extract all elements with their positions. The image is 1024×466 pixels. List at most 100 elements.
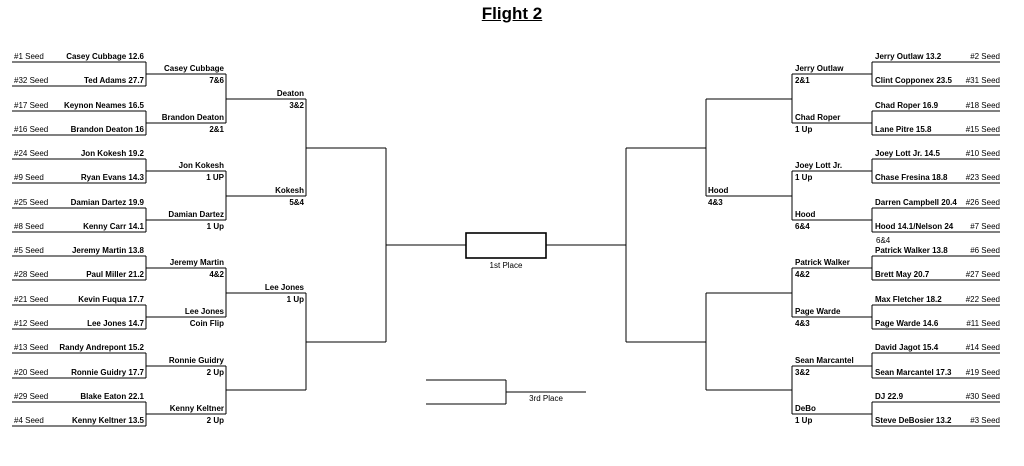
left-r3-winner: Deaton bbox=[276, 89, 304, 98]
left-r2-winner: Jon Kokesh bbox=[178, 161, 224, 170]
right-seed-player: DJ 22.9 bbox=[875, 392, 904, 401]
right-seed-player: Chad Roper 16.9 bbox=[875, 101, 939, 110]
left-seed-number: #24 Seed bbox=[14, 149, 49, 158]
right-seed-player: David Jagot 15.4 bbox=[875, 343, 939, 352]
left-r2-winner: Brandon Deaton bbox=[161, 113, 224, 122]
right-seed-player: Joey Lott Jr. 14.5 bbox=[875, 149, 940, 158]
left-seed-number: #9 Seed bbox=[14, 173, 44, 182]
left-seed-player: Ronnie Guidry 17.7 bbox=[71, 368, 144, 377]
left-r2-winner: Damian Dartez bbox=[168, 210, 224, 219]
left-seed-player: Jon Kokesh 19.2 bbox=[80, 149, 144, 158]
right-r2-score: 6&4 bbox=[795, 222, 810, 231]
right-r2-winner: Hood bbox=[795, 210, 816, 219]
left-seed-number: #5 Seed bbox=[14, 246, 44, 255]
right-r2-score: 4&3 bbox=[795, 319, 810, 328]
left-seed-number: #29 Seed bbox=[14, 392, 49, 401]
right-r2-score: 2&1 bbox=[795, 76, 810, 85]
right-r2-winner: Joey Lott Jr. bbox=[795, 161, 843, 170]
left-seed-number: #1 Seed bbox=[14, 52, 44, 61]
right-seed-number: #11 Seed bbox=[966, 319, 1000, 328]
right-seed-number: #22 Seed bbox=[965, 295, 1000, 304]
first-place-label: 1st Place bbox=[489, 261, 523, 270]
left-seed-number: #32 Seed bbox=[14, 76, 49, 85]
left-seed-number: #20 Seed bbox=[14, 368, 49, 377]
champion-box bbox=[465, 232, 547, 259]
right-seed-number: #27 Seed bbox=[965, 270, 1000, 279]
right-seed-number: #14 Seed bbox=[965, 343, 1000, 352]
left-r2-score: 1 Up bbox=[206, 222, 224, 231]
left-r3-score: 5&4 bbox=[289, 198, 304, 207]
left-r2-score: 2&1 bbox=[209, 125, 224, 134]
left-seed-number: #21 Seed bbox=[14, 295, 49, 304]
right-r2-score: 3&2 bbox=[795, 368, 810, 377]
right-seed-number: #3 Seed bbox=[970, 416, 1000, 425]
right-seed-player: Page Warde 14.6 bbox=[875, 319, 939, 328]
extra-note: 6&4 bbox=[876, 236, 891, 245]
left-r2-winner: Jeremy Martin bbox=[169, 258, 224, 267]
right-r2-winner: Jerry Outlaw bbox=[795, 64, 844, 73]
left-r2-score: 4&2 bbox=[209, 270, 224, 279]
left-seed-player: Ryan Evans 14.3 bbox=[80, 173, 144, 182]
right-seed-player: Patrick Walker 13.8 bbox=[875, 246, 948, 255]
left-seed-player: Ted Adams 27.7 bbox=[83, 76, 144, 85]
left-seed-number: #17 Seed bbox=[14, 101, 49, 110]
right-seed-number: #7 Seed bbox=[970, 222, 1000, 231]
left-seed-number: #13 Seed bbox=[14, 343, 49, 352]
left-r3-winner: Kokesh bbox=[275, 186, 304, 195]
right-r2-winner: DeBo bbox=[795, 404, 816, 413]
right-r2-winner: Page Warde bbox=[795, 307, 841, 316]
left-seed-number: #8 Seed bbox=[14, 222, 44, 231]
right-seed-number: #19 Seed bbox=[965, 368, 1000, 377]
right-seed-number: #6 Seed bbox=[970, 246, 1000, 255]
left-r2-score: 7&6 bbox=[209, 76, 224, 85]
left-r2-score: 2 Up bbox=[206, 368, 224, 377]
right-seed-number: #30 Seed bbox=[965, 392, 1000, 401]
left-r2-winner: Ronnie Guidry bbox=[168, 356, 224, 365]
right-seed-number: #26 Seed bbox=[965, 198, 1000, 207]
left-r2-score: 1 UP bbox=[206, 173, 224, 182]
left-seed-player: Kevin Fuqua 17.7 bbox=[78, 295, 144, 304]
left-r3-score: 1 Up bbox=[286, 295, 304, 304]
right-r2-score: 1 Up bbox=[795, 125, 813, 134]
right-seed-player: Hood 14.1/Nelson 24 bbox=[875, 222, 954, 231]
right-seed-number: #10 Seed bbox=[965, 149, 1000, 158]
left-r2-score: 2 Up bbox=[206, 416, 224, 425]
right-seed-player: Max Fletcher 18.2 bbox=[875, 295, 942, 304]
left-seed-player: Paul Miller 21.2 bbox=[86, 270, 144, 279]
right-r2-score: 4&2 bbox=[795, 270, 810, 279]
third-place-label: 3rd Place bbox=[529, 394, 563, 403]
left-seed-player: Keynon Neames 16.5 bbox=[63, 101, 144, 110]
left-r2-winner: Kenny Keltner bbox=[169, 404, 224, 413]
left-seed-player: Kenny Carr 14.1 bbox=[83, 222, 144, 231]
right-r2-score: 1 Up bbox=[795, 173, 813, 182]
bracket-title: Flight 2 bbox=[481, 4, 543, 23]
right-r3-score: 4&3 bbox=[708, 198, 723, 207]
left-seed-number: #4 Seed bbox=[14, 416, 44, 425]
left-seed-number: #25 Seed bbox=[14, 198, 49, 207]
right-seed-number: #23 Seed bbox=[965, 173, 1000, 182]
right-seed-player: Brett May 20.7 bbox=[875, 270, 930, 279]
right-seed-number: #15 Seed bbox=[965, 125, 1000, 134]
right-r2-score: 1 Up bbox=[795, 416, 813, 425]
left-seed-player: Damian Dartez 19.9 bbox=[70, 198, 144, 207]
left-seed-player: Jeremy Martin 13.8 bbox=[71, 246, 144, 255]
right-r2-winner: Sean Marcantel bbox=[795, 356, 854, 365]
right-seed-player: Chase Fresina 18.8 bbox=[875, 173, 948, 182]
right-r2-winner: Chad Roper bbox=[795, 113, 841, 122]
left-seed-player: Kenny Keltner 13.5 bbox=[71, 416, 144, 425]
left-seed-number: #28 Seed bbox=[14, 270, 49, 279]
left-r3-score: 3&2 bbox=[289, 101, 304, 110]
right-seed-player: Darren Campbell 20.4 bbox=[875, 198, 957, 207]
right-seed-number: #31 Seed bbox=[965, 76, 1000, 85]
right-seed-player: Clint Copponex 23.5 bbox=[875, 76, 952, 85]
left-seed-player: Randy Andrepont 15.2 bbox=[59, 343, 144, 352]
right-r3-winner: Hood bbox=[708, 186, 729, 195]
left-seed-player: Lee Jones 14.7 bbox=[87, 319, 144, 328]
left-seed-number: #16 Seed bbox=[14, 125, 49, 134]
left-r2-winner: Casey Cubbage bbox=[163, 64, 224, 73]
right-seed-number: #18 Seed bbox=[965, 101, 1000, 110]
right-r2-winner: Patrick Walker bbox=[795, 258, 850, 267]
left-seed-number: #12 Seed bbox=[14, 319, 49, 328]
right-seed-player: Jerry Outlaw 13.2 bbox=[875, 52, 942, 61]
